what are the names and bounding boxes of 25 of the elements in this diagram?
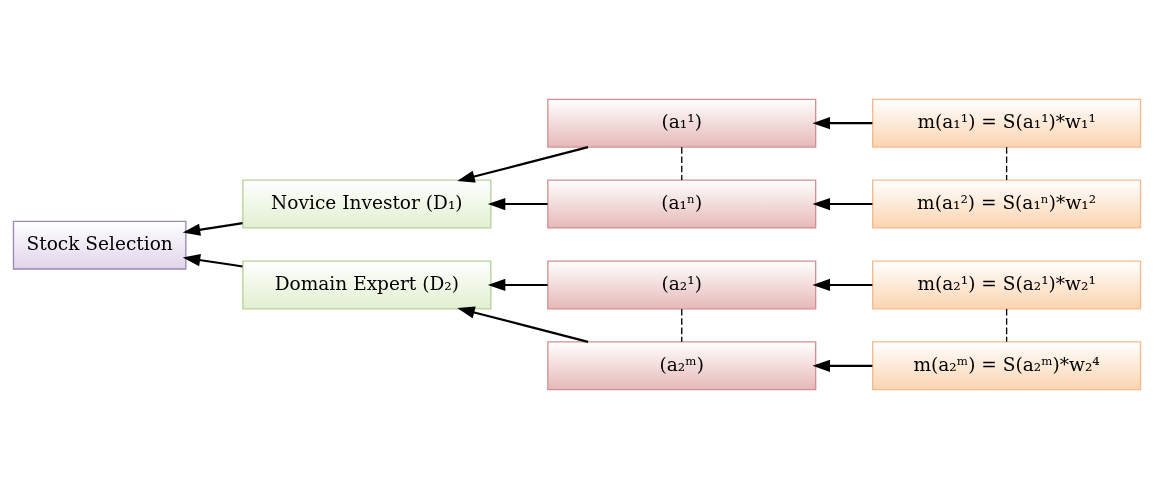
arrow <box>812 278 873 291</box>
arrow <box>487 278 548 291</box>
node-box: (a₁¹) <box>547 98 817 148</box>
connector <box>681 146 683 181</box>
node-box: Domain Expert (D₂) <box>242 259 492 309</box>
arrow <box>487 197 548 210</box>
node-box: (a₂¹) <box>547 259 817 309</box>
connector <box>1005 146 1008 181</box>
arrow <box>457 306 589 343</box>
node-box: Stock Selection <box>12 220 187 270</box>
arrow <box>182 221 243 236</box>
node-box: m(a₁¹) = S(a₁¹)*w₁¹ <box>872 98 1142 148</box>
node-box: m(a₂¹) = S(a₂¹)*w₂¹ <box>872 259 1142 309</box>
connector <box>681 307 683 342</box>
node-box: (a₂ᵐ) <box>547 340 817 390</box>
arrow <box>182 253 243 267</box>
node-box: Novice Investor (D₁) <box>242 179 492 229</box>
arrow <box>457 145 589 182</box>
arrow <box>812 116 873 129</box>
connector <box>1005 307 1008 342</box>
node-box: (a₁ⁿ) <box>547 179 817 229</box>
node-box: m(a₂ᵐ) = S(a₂ᵐ)*w₂⁴ <box>872 340 1142 390</box>
arrow <box>812 197 873 210</box>
node-box: m(a₁²) = S(a₁ⁿ)*w₁² <box>872 179 1142 229</box>
arrow <box>812 359 873 372</box>
